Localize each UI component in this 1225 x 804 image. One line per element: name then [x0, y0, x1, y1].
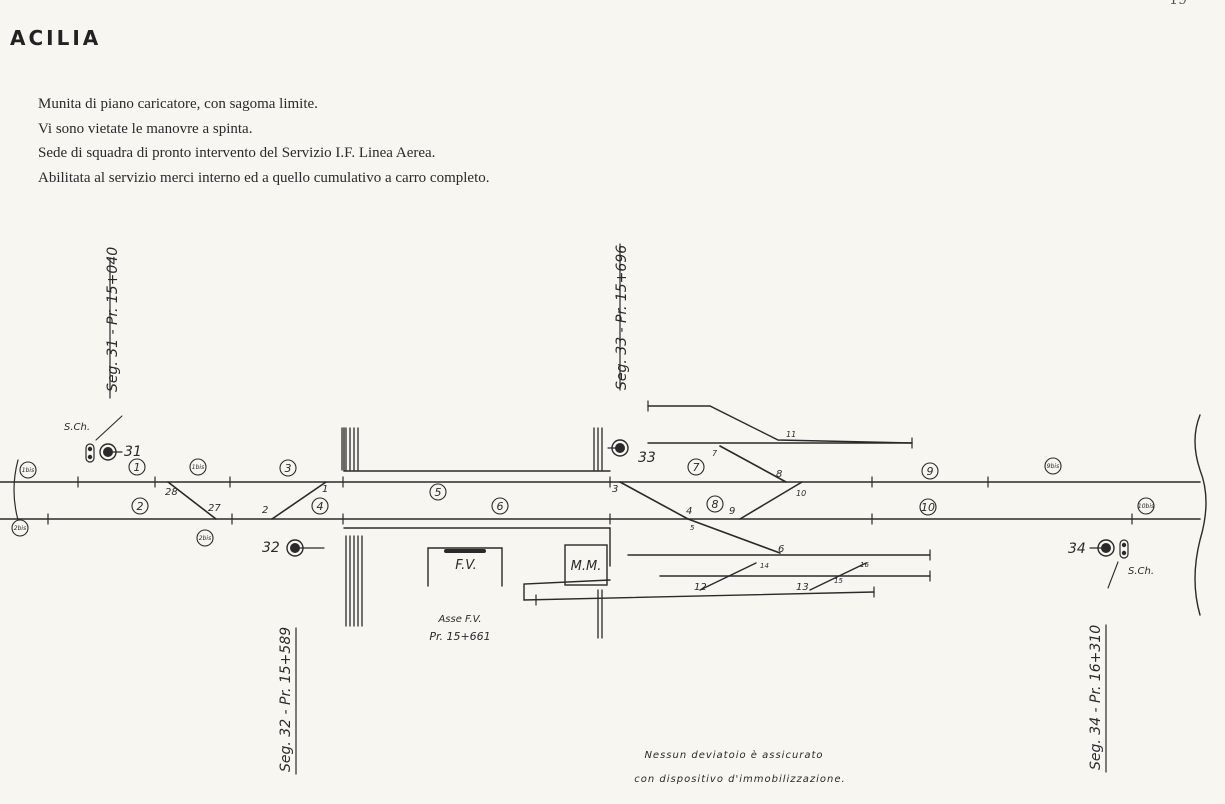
sch-label-right: S.Ch.: [1128, 566, 1154, 577]
circuit-label: 6: [497, 500, 504, 513]
circuit-label: 7: [693, 461, 700, 474]
end-label: 1bis: [192, 464, 204, 471]
footnote-line: con dispositivo d'immobilizzazione.: [634, 774, 845, 785]
platform-siding: [343, 427, 611, 472]
crossover-2-1: [271, 481, 327, 520]
station-title: ACILIA: [10, 26, 102, 50]
circuit-label: 8: [712, 498, 719, 511]
insulated-joints: [47, 476, 1133, 525]
page-number: 19: [1169, 0, 1187, 8]
switch-number: 8: [776, 469, 782, 480]
switch-number: 5: [690, 524, 695, 532]
signal-31-label: Seg. 31 - Pr. 15+040: [105, 247, 121, 392]
switch-number: 14: [760, 562, 769, 570]
circuit-label: 1: [134, 461, 141, 474]
switch-number: 6: [778, 544, 784, 555]
switch-number: 7: [712, 449, 718, 458]
siding-5-6: [687, 518, 781, 554]
switch-number: 2: [262, 505, 268, 516]
switch-number: 12: [694, 582, 707, 593]
sch-label-left: S.Ch.: [64, 422, 90, 433]
station-building: [427, 547, 503, 587]
switch-13-16: [809, 562, 867, 591]
asse-fv-position: Pr. 15+661: [429, 630, 490, 643]
note-line: Sede di squadra di pronto intervento del…: [38, 145, 436, 161]
signals: [85, 439, 1129, 559]
end-label: 10bis: [1138, 503, 1154, 510]
signal-33-label: Seg. 33 - Pr. 15+696: [614, 245, 630, 390]
crossover-9-10: [739, 481, 803, 520]
switch-number: 15: [834, 577, 843, 585]
signal-31: [99, 443, 117, 461]
circuit-label: 2: [137, 500, 144, 513]
signal-32-label: Seg. 32 - Pr. 15+589: [278, 627, 294, 772]
note-line: Abilitata al servizio merci interno ed a…: [38, 169, 490, 186]
end-label: 2bis: [14, 525, 26, 532]
crossover-3-4: [619, 481, 689, 520]
signal-34: [1097, 539, 1115, 557]
buffer-stop: [341, 427, 603, 639]
footnote-line: Nessun deviatoio è assicurato: [644, 749, 823, 761]
switch-number: 27: [208, 503, 221, 514]
signal-number-32: 32: [262, 540, 280, 556]
circuit-label: 10: [921, 501, 935, 514]
switch-number: 16: [860, 561, 869, 569]
switch-number: 10: [796, 489, 806, 498]
signal-number-31: 31: [124, 444, 142, 460]
circuit-label: 4: [317, 500, 324, 513]
switch-number: 13: [796, 582, 809, 593]
circuit-label: 5: [435, 486, 442, 499]
signal-33: [611, 439, 629, 457]
fv-label: F.V.: [455, 558, 476, 573]
signal-number-34: 34: [1068, 541, 1086, 557]
siding-11: [647, 405, 913, 444]
switch-number: 1: [322, 484, 328, 495]
switch-number: 28: [165, 487, 178, 498]
magazzino-building: [564, 544, 608, 586]
circuit-label: 9: [927, 465, 934, 478]
signal-34-label: Seg. 34 - Pr. 16+310: [1088, 625, 1104, 770]
line-continues-mark: [1194, 414, 1207, 616]
mm-label: M.M.: [571, 559, 602, 574]
note-line: Vi sono vietate le manovre a spinta.: [38, 120, 253, 137]
switch-number: 11: [786, 430, 796, 439]
switch-number: 4: [686, 506, 692, 517]
crossover-28-27: [167, 481, 217, 520]
note-line: Munita di piano caricatore, con sagoma l…: [38, 96, 318, 112]
asse-fv-label: Asse F.V.: [437, 614, 481, 625]
signal-number-33: 33: [638, 450, 656, 466]
switch-number: 9: [729, 506, 735, 517]
goods-siding: [523, 579, 875, 601]
end-label: 1bis: [22, 467, 34, 474]
switch-number: 3: [612, 484, 618, 495]
siding-7-8: [719, 445, 787, 483]
end-label: 2bis: [199, 535, 211, 542]
station-notes: Munita di piano caricatore, con sagoma l…: [38, 92, 490, 190]
circuit-label: 3: [285, 462, 292, 475]
signal-32: [286, 539, 304, 557]
end-label: 9bis: [1047, 463, 1059, 470]
switch-12-14: [699, 562, 757, 591]
